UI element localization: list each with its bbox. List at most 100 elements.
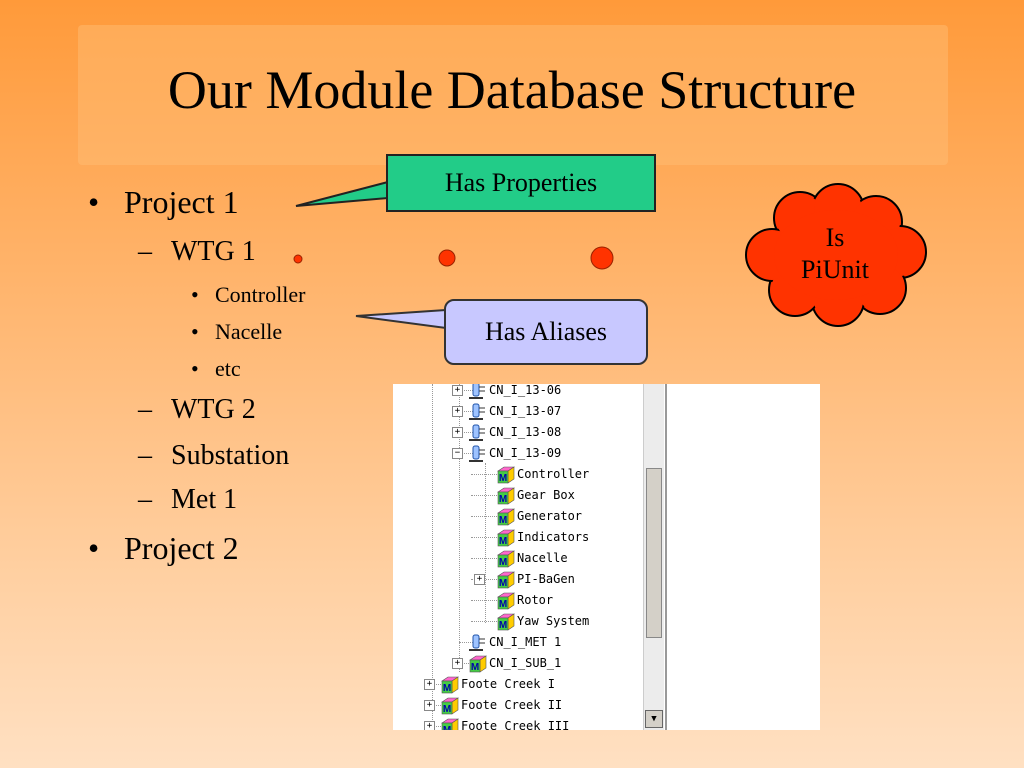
collapse-icon[interactable]: − xyxy=(452,448,463,459)
bullet-label: WTG 1 xyxy=(171,236,256,267)
bullet-project-1: •Project 1 xyxy=(88,184,239,221)
bullet-marker: – xyxy=(138,484,152,515)
thought-dot-small xyxy=(293,254,303,264)
pi-unit-icon xyxy=(469,384,485,399)
bullet-marker: – xyxy=(138,440,152,471)
bullet-etc: •etc xyxy=(191,356,241,382)
tree-connector xyxy=(471,600,501,601)
bullet-substation: –Substation xyxy=(138,440,289,472)
module-icon: M xyxy=(497,613,515,631)
module-icon: M xyxy=(497,487,515,505)
bullet-label: Nacelle xyxy=(215,319,283,344)
thought-dot-medium xyxy=(438,249,456,267)
expand-icon[interactable]: + xyxy=(452,406,463,417)
tree-row[interactable]: + CN_I_13-07 xyxy=(393,401,643,422)
svg-text:M: M xyxy=(443,725,451,730)
expand-icon[interactable]: + xyxy=(424,679,435,690)
svg-text:M: M xyxy=(499,536,507,547)
tree-row-label: CN_I_MET 1 xyxy=(489,635,562,649)
tree-row-label: Gear Box xyxy=(517,488,575,502)
tree-row[interactable]: CN_I_MET 1 xyxy=(393,632,643,653)
module-tree-view[interactable]: + CN_I_13-06 + CN_I_13-07 + CN_I_13-08 − CN_I_1… xyxy=(393,384,820,730)
bullet-marker: • xyxy=(191,282,199,307)
scrollbar-thumb[interactable] xyxy=(646,468,662,638)
tree-row-label: Generator xyxy=(517,509,583,523)
pi-unit-icon xyxy=(469,424,485,441)
tree-row[interactable]: M Indicators xyxy=(393,527,643,548)
bullet-project-2: • Project 2 xyxy=(88,530,239,567)
module-icon: M xyxy=(497,508,515,526)
tree-connector xyxy=(471,558,501,559)
tree-row-label: Nacelle xyxy=(517,551,568,565)
tree-row[interactable]: + M PI-BaGen xyxy=(393,569,643,590)
tree-row-label: CN_I_13-07 xyxy=(489,404,562,418)
bullet-label: Controller xyxy=(215,282,306,307)
tree-row-label: CN_I_13-09 xyxy=(489,446,562,460)
tree-row-label: PI-BaGen xyxy=(517,572,575,586)
tree-row-label: CN_I_13-06 xyxy=(489,384,562,397)
bullet-marker: • xyxy=(88,530,100,566)
tree-row[interactable]: + CN_I_13-06 xyxy=(393,384,643,401)
module-icon: M xyxy=(441,676,459,694)
expand-icon[interactable]: + xyxy=(424,721,435,730)
expand-icon[interactable]: + xyxy=(452,385,463,396)
module-icon: M xyxy=(441,697,459,715)
pi-unit-icon xyxy=(469,634,485,651)
tree-row-label: CN_I_13-08 xyxy=(489,425,562,439)
tree-row[interactable]: M Nacelle xyxy=(393,548,643,569)
svg-text:M: M xyxy=(443,704,451,715)
expand-icon[interactable]: + xyxy=(474,574,485,585)
tree-connector xyxy=(471,579,501,580)
bullet-label: Met 1 xyxy=(171,484,238,515)
module-icon: M xyxy=(441,718,459,730)
tree-connector xyxy=(459,663,473,664)
bullet-label: Project 2 xyxy=(124,530,239,566)
module-icon: M xyxy=(497,466,515,484)
svg-text:M: M xyxy=(499,620,507,631)
tree-connector xyxy=(431,705,445,706)
tree-scrollbar[interactable]: ▼ xyxy=(643,384,664,730)
svg-text:M: M xyxy=(499,473,507,484)
svg-text:M: M xyxy=(499,578,507,589)
tree-guide-line xyxy=(432,384,433,730)
scroll-down-arrow[interactable]: ▼ xyxy=(645,710,663,728)
tree-row[interactable]: + CN_I_13-08 xyxy=(393,422,643,443)
expand-icon[interactable]: + xyxy=(424,700,435,711)
tree-connector xyxy=(459,453,473,454)
expand-icon[interactable]: + xyxy=(452,658,463,669)
svg-text:M: M xyxy=(443,683,451,694)
bullet-wtg-2: –WTG 2 xyxy=(138,394,256,426)
svg-text:M: M xyxy=(499,557,507,568)
tree-row[interactable]: M Rotor xyxy=(393,590,643,611)
tree-row[interactable]: + M Foote Creek II xyxy=(393,695,643,716)
has-properties-callout: Has Properties xyxy=(386,154,656,212)
tree-connector xyxy=(431,684,445,685)
tree-connector xyxy=(471,516,501,517)
cloud-line-1: Is xyxy=(825,223,845,252)
svg-text:M: M xyxy=(499,599,507,610)
tree-row-label: Indicators xyxy=(517,530,590,544)
pane-divider[interactable] xyxy=(665,384,667,730)
tree-row-label: Rotor xyxy=(517,593,554,607)
bullet-marker: • xyxy=(191,356,199,381)
bullet-label: Substation xyxy=(171,440,290,471)
tree-row[interactable]: − CN_I_13-09 xyxy=(393,443,643,464)
pi-unit-icon xyxy=(469,403,485,420)
expand-icon[interactable]: + xyxy=(452,427,463,438)
module-icon: M xyxy=(497,529,515,547)
tree-content: + CN_I_13-06 + CN_I_13-07 + CN_I_13-08 − CN_I_1… xyxy=(393,384,643,730)
bullet-met-1: –Met 1 xyxy=(138,484,237,516)
title-band xyxy=(78,25,948,165)
aliases-callout-pointer xyxy=(355,308,447,330)
tree-row-label: Foote Creek II xyxy=(461,698,563,712)
module-icon: M xyxy=(497,592,515,610)
tree-connector xyxy=(459,411,473,412)
